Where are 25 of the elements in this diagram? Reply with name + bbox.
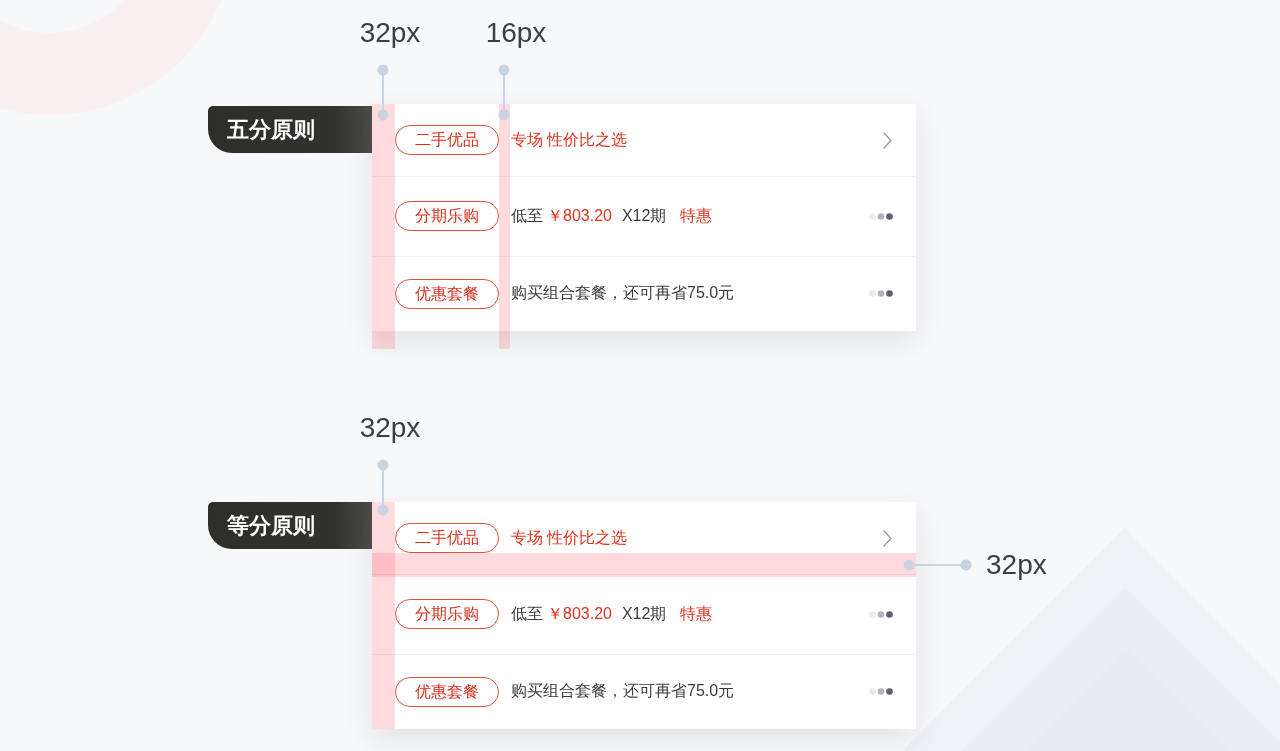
dimension-label: 32px xyxy=(986,549,1047,581)
section-tab: 五分原则 xyxy=(208,106,372,153)
price-amount: ￥803.20 xyxy=(547,205,612,226)
promo-text: 专场 性价比之选 xyxy=(511,129,628,150)
promo-highlight: 特惠 xyxy=(680,603,713,624)
dimension-label: 16px xyxy=(485,17,547,49)
installment-term: X12期 xyxy=(621,205,667,226)
price-prefix: 低至 xyxy=(511,205,543,226)
dimension-label: 32px xyxy=(359,412,421,444)
installment-term: X12期 xyxy=(621,603,667,624)
promo-text: 购买组合套餐，还可再省75.0元 xyxy=(511,681,735,701)
section-tab: 等分原则 xyxy=(208,502,372,549)
tag-label: 分期乐购 xyxy=(395,201,499,231)
tag-label: 优惠套餐 xyxy=(395,676,499,707)
list-card xyxy=(372,502,916,729)
price-prefix: 低至 xyxy=(511,603,543,624)
promo-highlight: 特惠 xyxy=(680,205,713,226)
promo-text: 购买组合套餐，还可再省75.0元 xyxy=(511,283,735,303)
promo-text: 专场 性价比之选 xyxy=(511,527,628,548)
tag-label: 优惠套餐 xyxy=(395,278,499,309)
price-amount: ￥803.20 xyxy=(547,603,612,624)
tag-label: 二手优品 xyxy=(395,125,499,155)
dimension-label: 32px xyxy=(359,17,421,49)
tag-label: 二手优品 xyxy=(395,523,499,553)
tag-label: 分期乐购 xyxy=(395,599,499,629)
